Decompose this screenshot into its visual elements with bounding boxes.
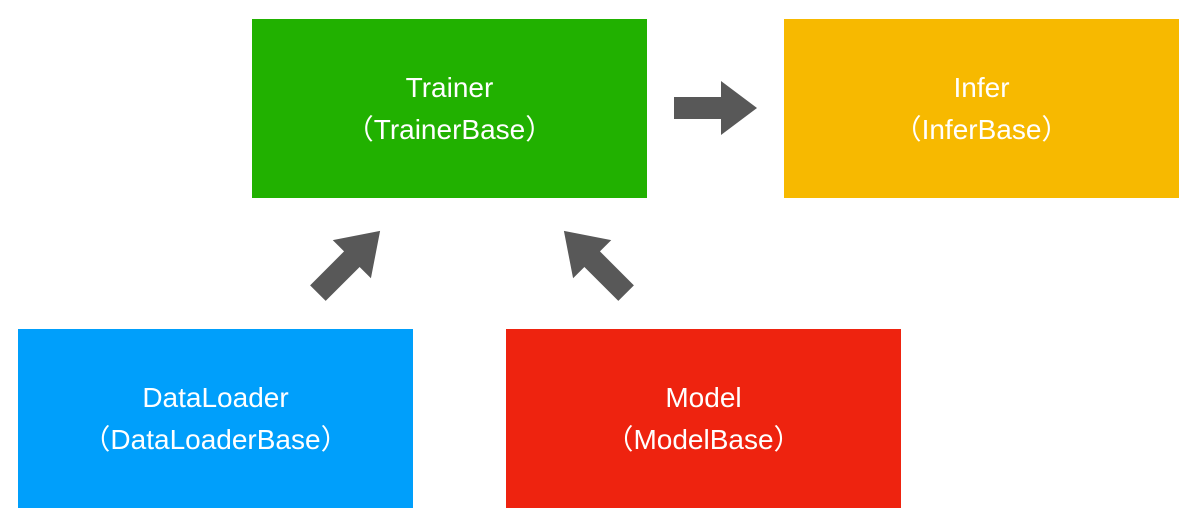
model-base-label: （ModelBase） [605, 423, 802, 455]
trainer-label: Trainer [405, 71, 494, 103]
dataloader-base-label: （DataLoaderBase） [82, 423, 349, 455]
dataloader-label: DataLoader [142, 381, 289, 413]
infer-label: Infer [953, 71, 1010, 103]
arrow-up-right-icon [310, 230, 381, 301]
infer-box: Infer （InferBase） [784, 19, 1179, 198]
infer-base-label: （InferBase） [893, 113, 1070, 145]
trainer-base-label: （TrainerBase） [345, 113, 554, 145]
arrow-right-icon [674, 81, 757, 135]
arrow-up-left-icon [563, 230, 634, 301]
trainer-box: Trainer （TrainerBase） [252, 19, 647, 198]
model-label: Model [665, 381, 742, 413]
dataloader-box: DataLoader （DataLoaderBase） [18, 329, 413, 508]
model-box: Model （ModelBase） [506, 329, 901, 508]
